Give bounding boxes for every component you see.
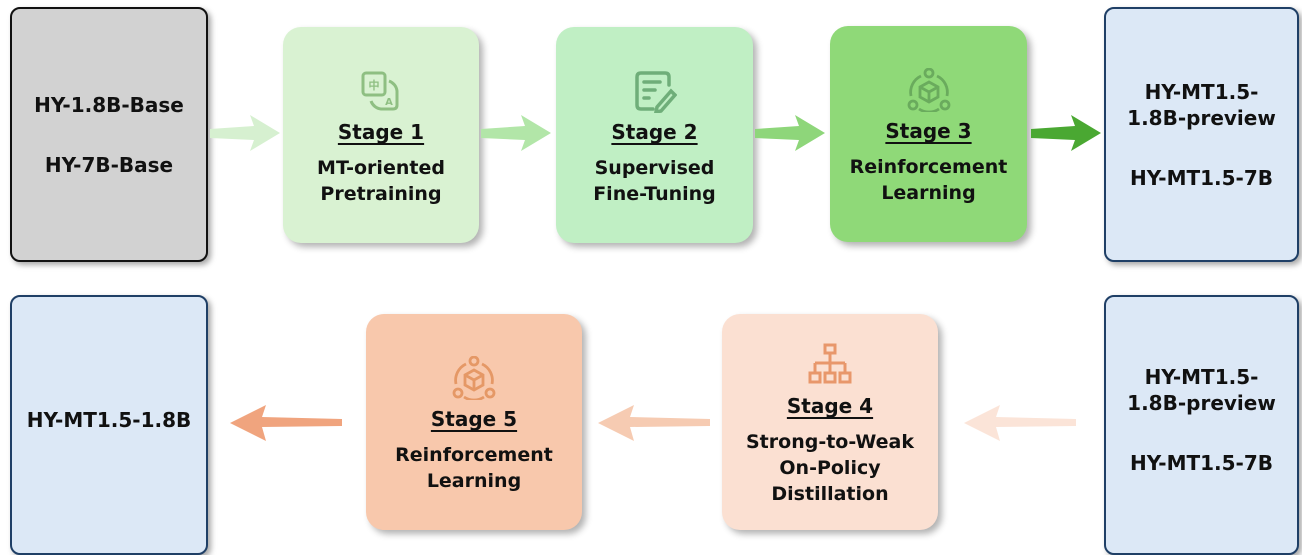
svg-text:中: 中	[369, 78, 380, 92]
stage-3-title: Stage 3	[885, 119, 972, 143]
base-model-2-label: HY-7B-Base	[44, 152, 174, 177]
svg-text:A: A	[385, 97, 393, 108]
model-cycle-icon	[907, 68, 950, 112]
output-models-box: HY-MT1.5- 1.8B-preview HY-MT1.5-7B	[1104, 7, 1299, 262]
stage-5-title: Stage 5	[430, 407, 518, 431]
stage-4-desc-line-2: On-Policy	[779, 457, 881, 479]
stage-3-box: Stage 3 Reinforcement Learning	[830, 26, 1027, 242]
stage-1-desc-line-2: Pretraining	[320, 183, 442, 205]
input-model-1-line-2: 1.8B-preview	[1127, 391, 1276, 415]
edit-document-icon	[634, 71, 677, 113]
stage-5-desc-line-1: Reinforcement	[395, 444, 553, 466]
stage-2-desc-line-1: Supervised	[594, 157, 715, 179]
stage-4-desc-line-1: Strong-to-Weak	[746, 431, 914, 453]
arrow-base-to-stage1	[210, 115, 280, 151]
base-models-box: HY-1.8B-Base HY-7B-Base	[10, 7, 208, 262]
stage-1-box: 中 A Stage 1 MT-oriented Pretraining	[283, 27, 479, 243]
arrow-shape	[230, 405, 342, 441]
final-model-box: HY-MT1.5-1.8B	[10, 295, 208, 555]
translate-icon: 中 A	[361, 71, 399, 111]
arrow-stage4-to-stage5	[598, 405, 710, 441]
final-model-label: HY-MT1.5-1.8B	[26, 408, 192, 432]
stage-3-desc-line-1: Reinforcement	[849, 156, 1008, 178]
arrow-stage3-to-output	[1031, 115, 1101, 151]
stage-5-box: Stage 5 Reinforcement Learning	[366, 314, 582, 530]
stage-5-desc-line-2: Learning	[426, 470, 522, 492]
arrow-input-to-stage4	[964, 405, 1076, 441]
arrow-stage5-to-final	[230, 405, 342, 441]
hierarchy-icon	[808, 343, 852, 384]
input-models-box: HY-MT1.5- 1.8B-preview HY-MT1.5-7B	[1104, 295, 1299, 555]
arrow-stage2-to-stage3	[755, 115, 825, 151]
arrow-stage1-to-stage2	[481, 115, 551, 151]
arrow-shape	[481, 115, 551, 151]
stage-2-desc-line-2: Fine-Tuning	[593, 183, 716, 205]
arrow-shape	[964, 405, 1076, 441]
arrow-shape	[1031, 115, 1101, 151]
arrow-shape	[210, 115, 280, 151]
output-model-2-label: HY-MT1.5-7B	[1129, 165, 1274, 190]
arrow-shape	[755, 115, 825, 151]
output-model-1-line-2: 1.8B-preview	[1127, 105, 1276, 130]
stage-3-desc-line-2: Learning	[881, 182, 976, 204]
model-cycle-icon	[452, 356, 496, 400]
stage-4-title: Stage 4	[786, 394, 874, 418]
input-model-1-line-1: HY-MT1.5-	[1144, 365, 1259, 389]
input-model-2-label: HY-MT1.5-7B	[1129, 451, 1274, 475]
stage-1-desc-line-1: MT-oriented	[317, 157, 445, 179]
arrow-shape	[598, 405, 710, 441]
output-model-1-line-1: HY-MT1.5-	[1144, 79, 1259, 104]
stage-4-desc-line-3: Distillation	[771, 483, 889, 505]
stage-2-box: Stage 2 Supervised Fine-Tuning	[556, 27, 753, 243]
stage-1-title: Stage 1	[337, 120, 425, 144]
stage-4-box: Stage 4 Strong-to-Weak On-Policy Distill…	[722, 314, 938, 530]
base-model-1-label: HY-1.8B-Base	[34, 92, 184, 117]
stage-2-title: Stage 2	[611, 120, 698, 144]
